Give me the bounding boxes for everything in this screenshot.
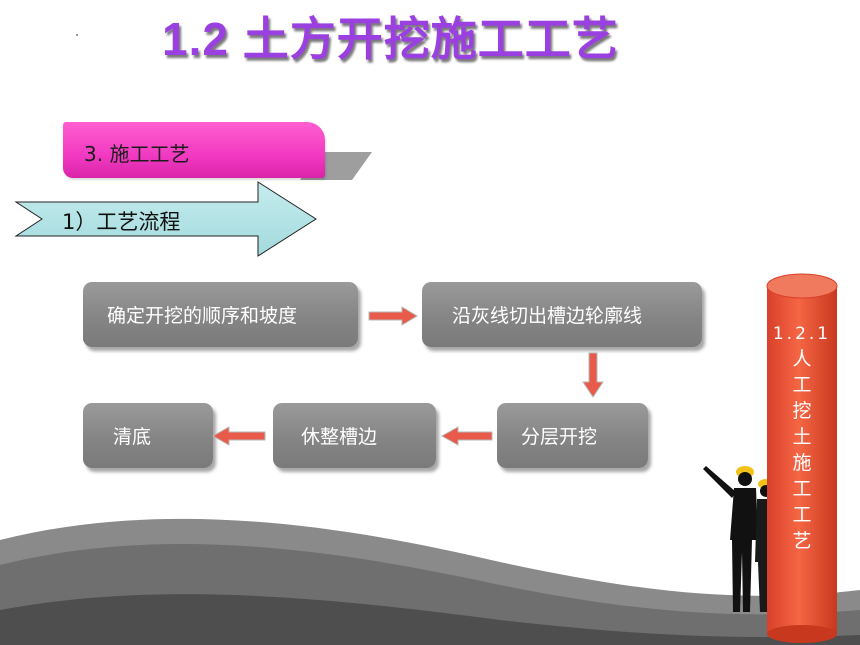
flow-step-5: 清底	[83, 403, 213, 468]
side-label-number: 1.2.1	[772, 324, 832, 344]
side-label-char: 艺	[792, 530, 812, 552]
flow-step-1: 确定开挖的顺序和坡度	[83, 282, 358, 347]
flow-step-label: 休整槽边	[301, 426, 378, 448]
flow-step-4: 休整槽边	[273, 403, 436, 468]
arrow-down-icon	[582, 352, 604, 398]
side-label-char: 施	[792, 452, 812, 474]
side-label-char: 挖	[792, 400, 812, 422]
subsection-heading: 1）工艺流程	[62, 210, 181, 234]
section-heading: 3. 施工工艺	[84, 142, 190, 166]
arrow-left-icon	[441, 426, 493, 446]
side-label-char: 土	[792, 426, 812, 448]
side-label-char: 工	[792, 504, 812, 526]
arrow-left-icon	[212, 426, 266, 446]
flow-step-label: 沿灰线切出槽边轮廓线	[452, 305, 643, 327]
side-label: 1.2.1 人 工 挖 土 施 工 工 艺	[764, 322, 840, 554]
side-label-cylinder	[766, 273, 838, 643]
subsection-arrow	[14, 181, 317, 257]
side-label-char: 工	[792, 374, 812, 396]
section-banner	[63, 122, 325, 178]
decorative-dot	[76, 34, 78, 36]
decorative-wave	[0, 518, 860, 645]
flow-step-3: 分层开挖	[497, 403, 648, 468]
page-title: 1.2 土方开挖施工工艺	[162, 13, 619, 65]
flow-step-label: 清底	[113, 426, 152, 448]
arrow-right-icon	[368, 306, 418, 326]
side-label-char: 工	[792, 478, 812, 500]
side-label-char: 人	[792, 348, 812, 370]
side-label-chars: 人 工 挖 土 施 工 工 艺	[764, 346, 840, 554]
flow-step-2: 沿灰线切出槽边轮廓线	[422, 282, 702, 347]
flow-step-label: 分层开挖	[521, 426, 598, 448]
flow-step-label: 确定开挖的顺序和坡度	[107, 305, 298, 327]
